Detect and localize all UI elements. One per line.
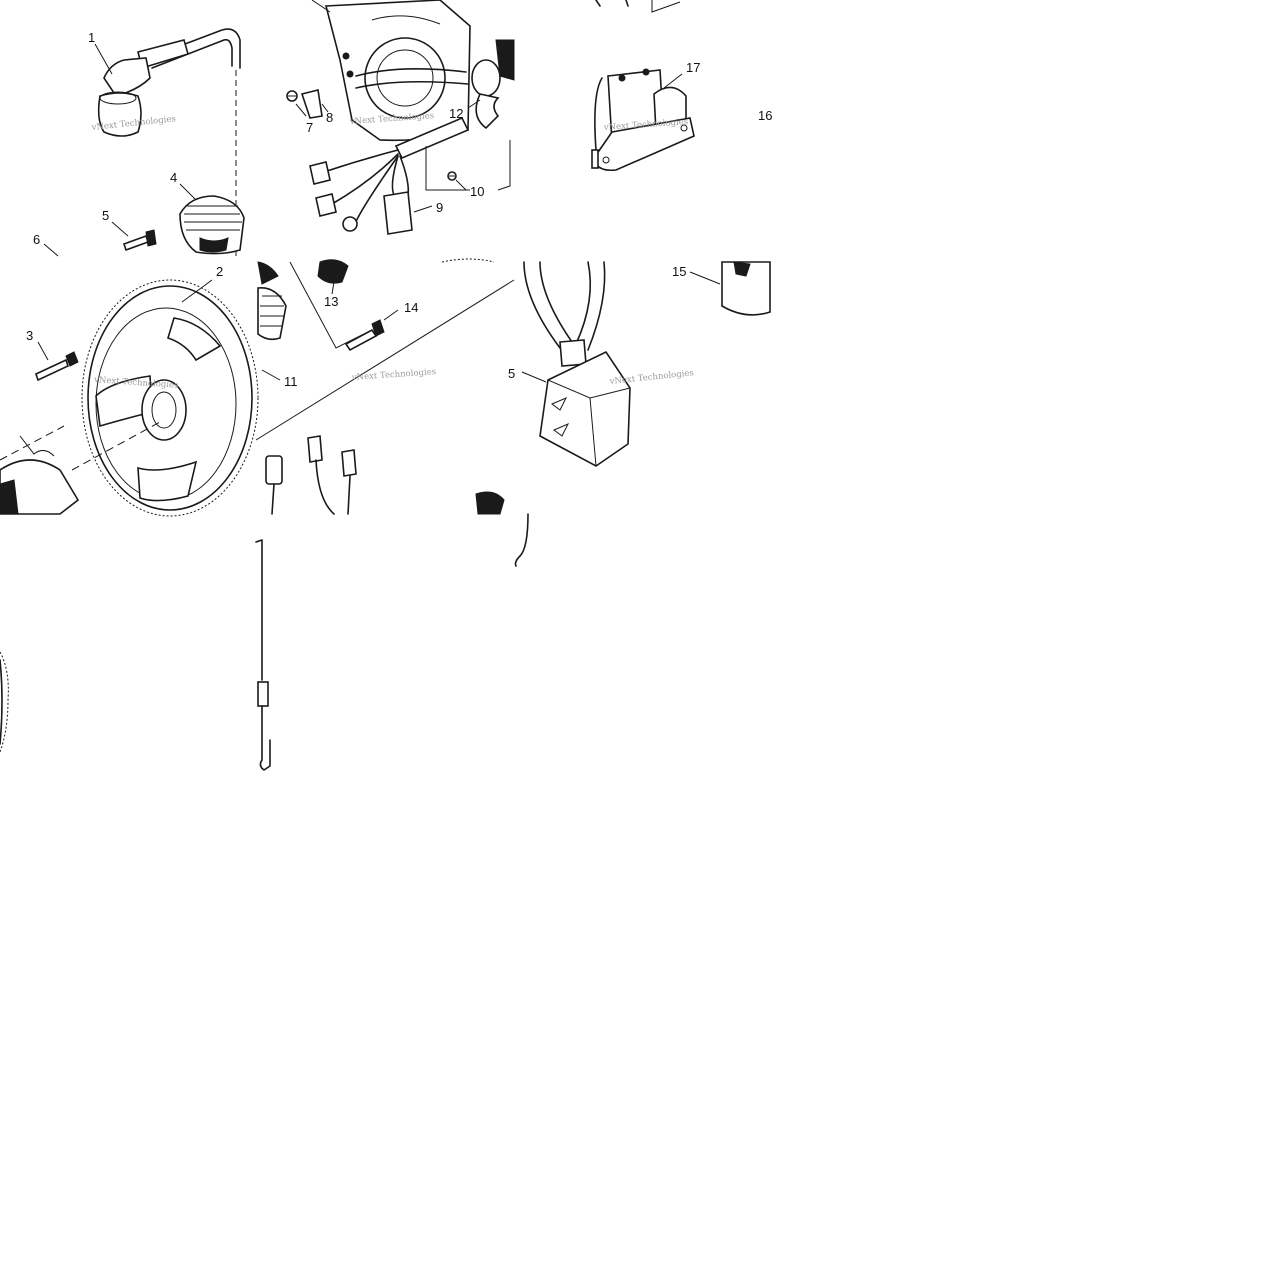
callout-10: 10 [470, 184, 484, 199]
ignition-cable [255, 539, 271, 771]
terminal-13 [317, 259, 349, 284]
callout-7: 7 [306, 120, 313, 135]
starter-motor-partial [0, 435, 80, 515]
wire-harness [309, 116, 511, 235]
callout-6: 6 [33, 232, 40, 247]
screw-10 [447, 171, 457, 181]
starter-solenoid-17 [591, 0, 695, 172]
callout-16: 16 [758, 108, 772, 123]
watermark-5: vNext Technologies [351, 367, 437, 383]
part-15 [721, 261, 771, 316]
bracket-8 [300, 89, 323, 119]
screw-14 [344, 319, 385, 352]
callout-15: 15 [672, 264, 686, 279]
cdi-box [523, 261, 741, 467]
screw-7 [286, 90, 298, 102]
lighting-coil-4 [179, 195, 245, 255]
callout-2: 2 [216, 264, 223, 279]
callout-9: 9 [436, 200, 443, 215]
callout-1: 1 [88, 30, 95, 45]
callout-5b: 5 [508, 366, 515, 381]
callout-13: 13 [324, 294, 338, 309]
ring-gear-fragment [0, 651, 9, 753]
callout-8: 8 [326, 110, 333, 125]
callout-14: 14 [404, 300, 418, 315]
grommet-hose-12 [355, 39, 515, 130]
bracket-fragment [514, 513, 529, 567]
connectors [265, 435, 505, 515]
bolt-5 [122, 229, 157, 252]
callout-3: 3 [26, 328, 33, 343]
watermark-6: vNext Technologies [608, 368, 694, 387]
callout-17: 17 [686, 60, 700, 75]
callout-5: 5 [102, 208, 109, 223]
spark-plug-cap-group [97, 28, 241, 256]
callout-12: 12 [449, 106, 463, 121]
flywheel-2 [81, 279, 259, 517]
coil-11 [257, 261, 287, 341]
flywheel-bolt-3 [35, 351, 79, 382]
callout-4: 4 [170, 170, 177, 185]
callout-11: 11 [284, 374, 298, 389]
